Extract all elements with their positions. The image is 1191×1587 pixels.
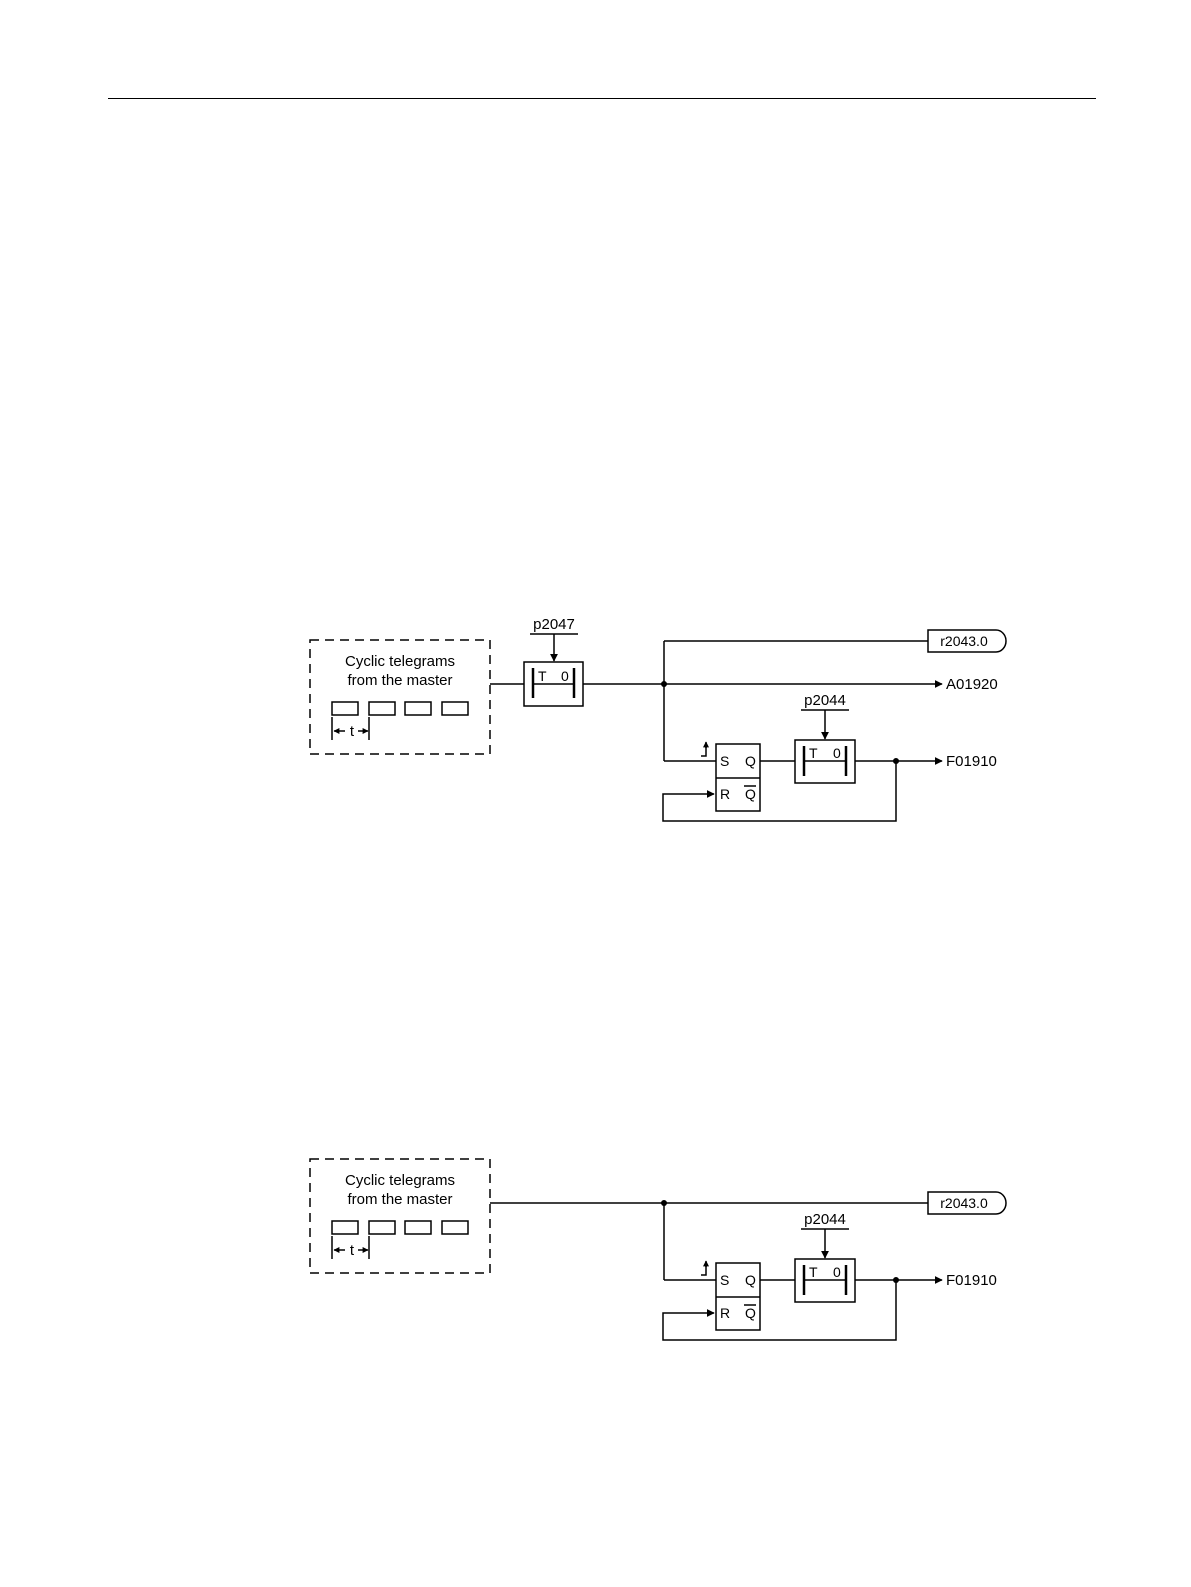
monitor-title-line1: Cyclic telegrams [345,653,455,670]
flipflop-s-label: S [720,1272,729,1288]
telegram-frame [332,702,358,715]
telegram-frame [369,702,395,715]
flipflop-q-label: Q [745,753,756,769]
on-delay-timer-block: T 0 [524,662,583,706]
delay-param-label: p2047 [533,616,575,633]
interval-label: t [350,1242,355,1259]
fault-label: F01910 [946,753,997,770]
telegram-monitoring-diagram-without-alarm: Cyclic telegrams from the master t r2043… [0,1140,1191,1360]
timer-zero-label: 0 [833,1264,841,1280]
flipflop-s-label: S [720,753,729,769]
monitor-title-line1: Cyclic telegrams [345,1172,455,1189]
telegram-monitor-block: Cyclic telegrams from the master t [310,640,490,754]
rs-flipflop-block: S Q R Q [716,1263,760,1330]
alarm-label: A01920 [946,676,998,693]
rs-flipflop-block: S Q R Q [716,744,760,811]
monitor-title-line2: from the master [347,1191,452,1208]
telegram-monitoring-diagram-with-alarm: Cyclic telegrams from the master t p2047… [0,600,1191,840]
status-parameter-tag: r2043.0 [928,630,1006,652]
monitor-title-line2: from the master [347,672,452,689]
fault-label: F01910 [946,1272,997,1289]
timer1-t-label: T [538,668,547,684]
fault-delay-param-label: p2044 [804,692,846,709]
telegram-frame [405,1221,431,1234]
telegram-frame [405,702,431,715]
telegram-frame [332,1221,358,1234]
telegram-monitor-block: Cyclic telegrams from the master t [310,1159,490,1273]
telegram-frame [369,1221,395,1234]
flipflop-r-label: R [720,1305,730,1321]
timer-t-label: T [809,1264,818,1280]
header-rule [108,98,1096,99]
fault-delay-param-label: p2044 [804,1211,846,1228]
flipflop-qbar-label: Q [745,786,756,802]
fault-delay-timer-block: T 0 [795,740,855,783]
timer2-t-label: T [809,745,818,761]
status-param-label: r2043.0 [940,1195,988,1211]
timer2-zero-label: 0 [833,745,841,761]
interval-label: t [350,723,355,740]
telegram-frame [442,702,468,715]
status-param-label: r2043.0 [940,633,988,649]
flipflop-qbar-label: Q [745,1305,756,1321]
flipflop-r-label: R [720,786,730,802]
flipflop-q-label: Q [745,1272,756,1288]
status-parameter-tag: r2043.0 [928,1192,1006,1214]
fault-delay-timer-block: T 0 [795,1259,855,1302]
timer1-zero-label: 0 [561,668,569,684]
telegram-frame [442,1221,468,1234]
